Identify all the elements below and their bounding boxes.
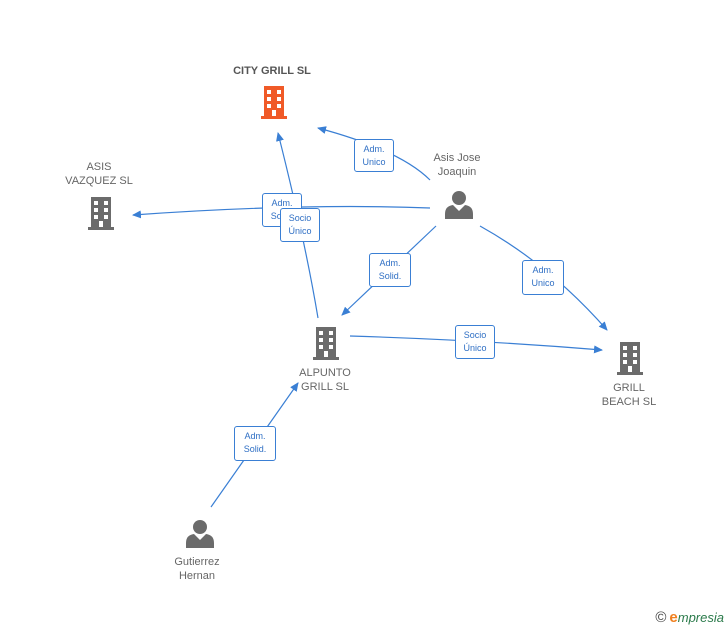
- edge-label-asis-jose-grill-beach: Adm. Unico: [522, 260, 564, 295]
- edge-label-gutierrez-alpunto: Adm. Solid.: [234, 426, 276, 461]
- building-icon[interactable]: [309, 325, 343, 366]
- person-icon[interactable]: [443, 190, 475, 225]
- edge-label-asis-jose-city-grill: Adm. Unico: [354, 139, 394, 172]
- node-label-grill-beach[interactable]: GRILL BEACH SL: [601, 382, 657, 408]
- node-label-asis-vazquez[interactable]: ASIS VAZQUEZ SL: [65, 161, 133, 187]
- building-icon[interactable]: [613, 340, 647, 381]
- brand-logo-initial: e: [669, 609, 678, 626]
- node-label-gutierrez[interactable]: Gutierrez Hernan: [174, 556, 220, 582]
- edge-label-alpunto-city-grill: Socio Único: [280, 208, 320, 242]
- brand-footer: ©empresia: [655, 609, 724, 626]
- building-icon[interactable]: [84, 195, 118, 236]
- person-icon[interactable]: [184, 519, 216, 554]
- node-label-city-grill[interactable]: CITY GRILL SL: [233, 65, 311, 77]
- node-label-alpunto-grill[interactable]: ALPUNTO GRILL SL: [299, 367, 351, 393]
- edge-label-alpunto-grill-beach: Socio Único: [455, 325, 495, 359]
- brand-logo-text: mpresia: [677, 610, 724, 625]
- building-icon[interactable]: [257, 84, 291, 125]
- copyright-symbol: ©: [655, 609, 667, 626]
- node-label-asis-jose[interactable]: Asis Jose Joaquin: [433, 152, 481, 178]
- edge-label-asis-jose-alpunto: Adm. Solid.: [369, 253, 411, 287]
